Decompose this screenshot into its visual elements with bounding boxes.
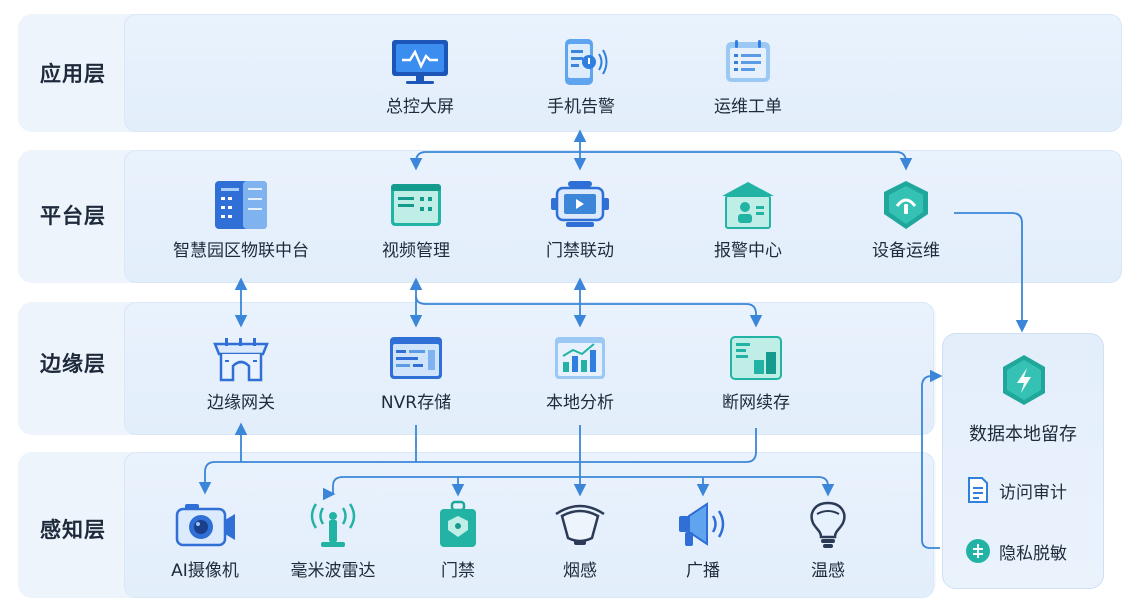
node-offline-storage[interactable]: 断网续存 bbox=[666, 334, 846, 413]
node-label: 手机告警 bbox=[547, 97, 615, 117]
node-access-linkage[interactable]: 门禁联动 bbox=[490, 180, 670, 261]
node-label: 报警中心 bbox=[714, 241, 782, 261]
access-audit-label: 访问审计 bbox=[999, 482, 1067, 503]
maintenance-shield-icon bbox=[884, 181, 928, 229]
speaker-icon bbox=[679, 502, 725, 546]
node-mmwave-radar[interactable]: 毫米波雷达 bbox=[243, 500, 423, 581]
app-layer-panel bbox=[124, 14, 1122, 132]
alarm-center-icon bbox=[722, 182, 774, 229]
node-smoke-detector[interactable]: 烟感 bbox=[490, 500, 670, 581]
node-label: AI摄像机 bbox=[171, 561, 239, 581]
node-broadcast[interactable]: 广播 bbox=[613, 500, 793, 581]
privacy-mask-icon bbox=[966, 539, 990, 563]
node-iot-hub[interactable]: 智慧园区物联中台 bbox=[151, 180, 331, 261]
privacy-masking-label: 隐私脱敏 bbox=[999, 543, 1067, 564]
analysis-chart-icon bbox=[555, 337, 605, 379]
server-icon bbox=[215, 181, 267, 229]
link-video-to-offline bbox=[415, 295, 763, 328]
nvr-storage-icon bbox=[390, 337, 442, 379]
node-dashboard[interactable]: 总控大屏 bbox=[330, 38, 510, 117]
node-nvr-storage[interactable]: NVR存储 bbox=[326, 334, 506, 413]
video-panel-icon bbox=[391, 184, 441, 226]
data-retention-panel: 数据本地留存 访问审计 隐私脱敏 bbox=[942, 333, 1104, 589]
node-label: 智慧园区物联中台 bbox=[173, 241, 309, 261]
work-order-icon bbox=[726, 40, 770, 82]
node-ai-camera[interactable]: AI摄像机 bbox=[115, 500, 295, 581]
gateway-icon bbox=[213, 338, 269, 382]
node-edge-gateway[interactable]: 边缘网关 bbox=[151, 334, 331, 413]
node-device-maintenance[interactable]: 设备运维 bbox=[816, 180, 996, 261]
link-privacy-loop bbox=[921, 369, 943, 549]
node-label: 温感 bbox=[811, 561, 845, 581]
layer-label-app: 应用层 bbox=[40, 62, 106, 86]
radar-icon bbox=[310, 503, 356, 547]
lightning-shield-icon bbox=[1003, 355, 1045, 405]
node-label: 边缘网关 bbox=[207, 393, 275, 413]
node-work-order[interactable]: 运维工单 bbox=[658, 38, 838, 117]
monitor-icon bbox=[392, 40, 448, 84]
link-gateway-to-camera bbox=[205, 425, 241, 492]
layer-label-edge: 边缘层 bbox=[40, 352, 106, 376]
node-video-management[interactable]: 视频管理 bbox=[326, 180, 506, 261]
node-local-analysis[interactable]: 本地分析 bbox=[490, 334, 670, 413]
node-label: 门禁 bbox=[441, 561, 475, 581]
node-label: 断网续存 bbox=[722, 393, 790, 413]
node-label: NVR存储 bbox=[380, 393, 452, 413]
link-sense-bus bbox=[332, 476, 835, 497]
platform-layer-panel bbox=[124, 150, 1122, 283]
layer-label-sense: 感知层 bbox=[40, 518, 106, 542]
door-lock-icon bbox=[440, 500, 476, 547]
link-platform-bus bbox=[409, 151, 913, 171]
temperature-icon bbox=[810, 501, 846, 548]
node-access-door[interactable]: 门禁 bbox=[368, 500, 548, 581]
offline-storage-icon bbox=[730, 336, 782, 380]
access-control-icon bbox=[551, 181, 609, 227]
node-temperature[interactable]: 温感 bbox=[738, 500, 918, 581]
link-edge-bus bbox=[241, 428, 757, 463]
smoke-detector-icon bbox=[555, 504, 605, 545]
node-label: 广播 bbox=[686, 561, 720, 581]
data-retention-title: 数据本地留存 bbox=[969, 424, 1077, 445]
link-maintenance-to-storage bbox=[954, 212, 1029, 333]
node-label: 门禁联动 bbox=[546, 241, 614, 261]
node-label: 视频管理 bbox=[382, 241, 450, 261]
node-alarm-center[interactable]: 报警中心 bbox=[658, 180, 838, 261]
privacy-masking-item[interactable]: 隐私脱敏 bbox=[965, 538, 1067, 564]
node-label: 运维工单 bbox=[714, 97, 782, 117]
camera-icon bbox=[175, 504, 235, 547]
node-mobile-alert[interactable]: 手机告警 bbox=[491, 38, 671, 117]
phone-alert-icon bbox=[565, 39, 608, 85]
layer-label-platform: 平台层 bbox=[40, 204, 106, 228]
node-label: 设备运维 bbox=[872, 241, 940, 261]
node-label: 烟感 bbox=[563, 561, 597, 581]
node-label: 毫米波雷达 bbox=[290, 561, 376, 581]
audit-document-icon bbox=[968, 477, 988, 503]
node-label: 本地分析 bbox=[546, 393, 614, 413]
node-label: 总控大屏 bbox=[386, 97, 454, 117]
access-audit-item[interactable]: 访问审计 bbox=[965, 476, 1067, 504]
